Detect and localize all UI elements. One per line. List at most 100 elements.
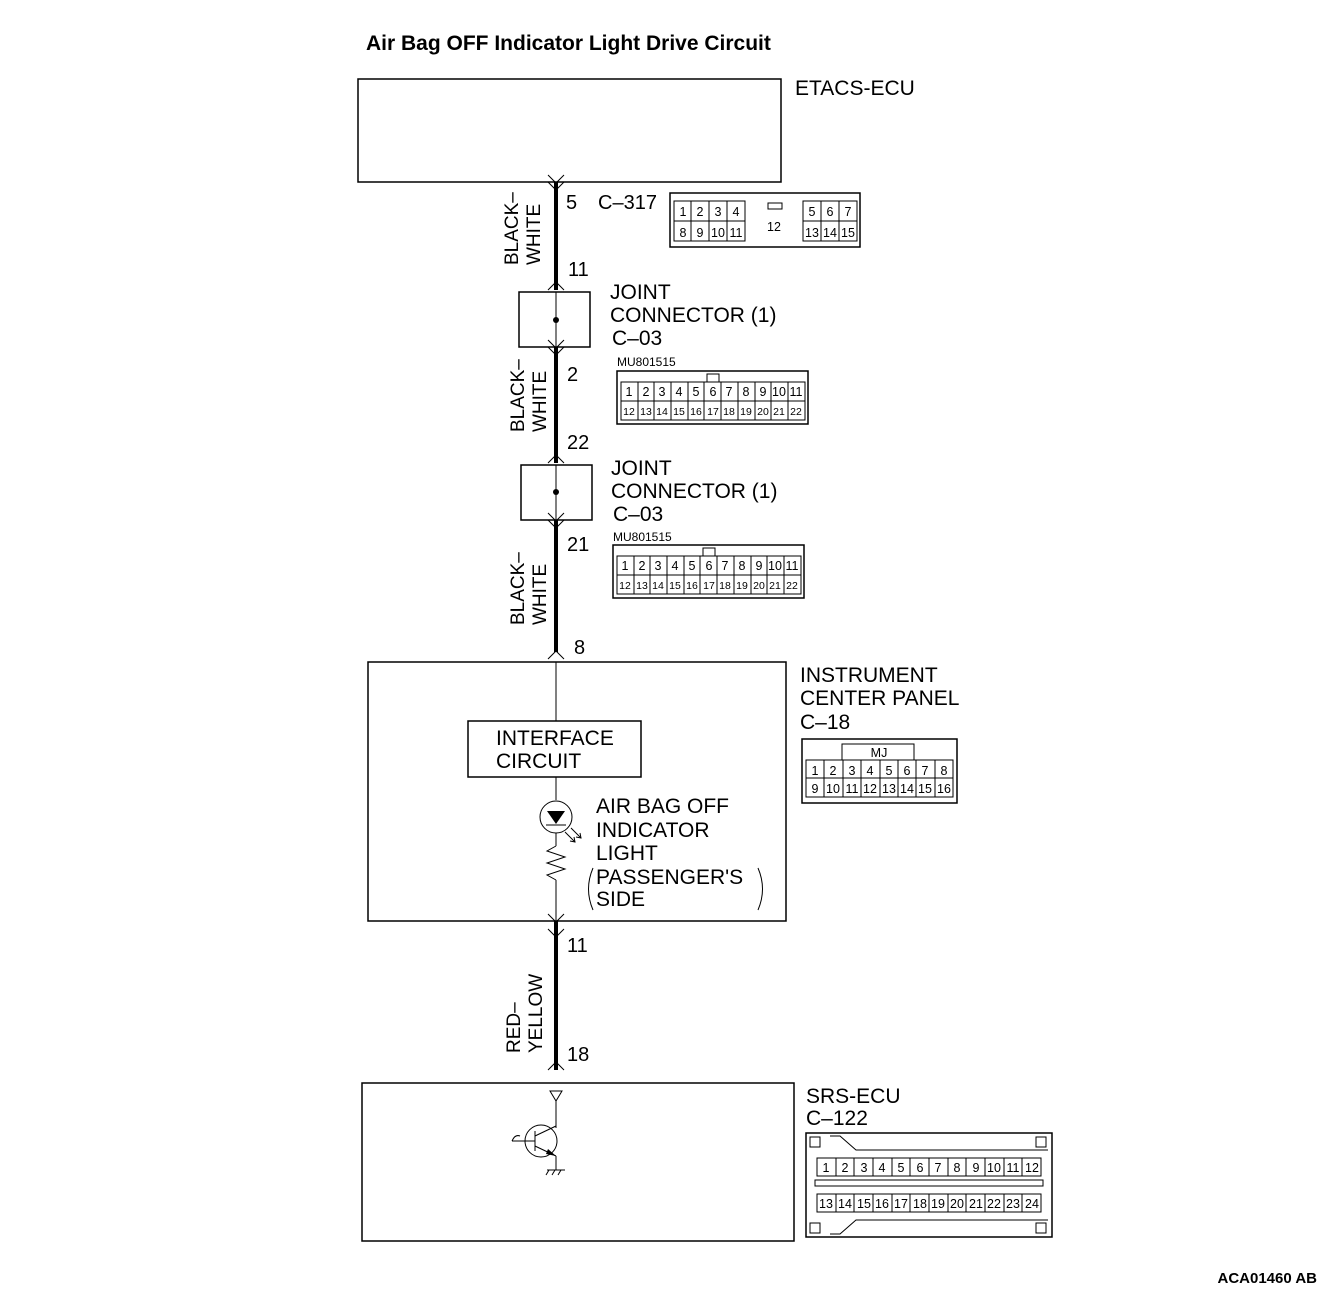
svg-text:6: 6 bbox=[917, 1161, 924, 1175]
svg-text:10: 10 bbox=[711, 226, 725, 240]
wire-3-color: BLACK– WHITE bbox=[508, 552, 551, 625]
svg-text:11: 11 bbox=[786, 559, 799, 573]
svg-text:BLACK–: BLACK– bbox=[502, 192, 523, 265]
svg-text:10: 10 bbox=[772, 385, 786, 399]
svg-text:11: 11 bbox=[846, 782, 859, 796]
svg-text:3: 3 bbox=[655, 559, 662, 573]
c122-connector-diagram: 1 2 3 4 5 6 7 8 9 10 11 12 13 14 15 16 1… bbox=[805, 1132, 1053, 1238]
svg-text:8: 8 bbox=[739, 559, 746, 573]
svg-text:7: 7 bbox=[722, 559, 729, 573]
jc1-label-line1: JOINT bbox=[610, 281, 671, 304]
icp-connector-id: C–18 bbox=[800, 711, 850, 734]
left-paren bbox=[588, 867, 594, 911]
svg-text:BLACK–: BLACK– bbox=[508, 359, 529, 432]
svg-text:18: 18 bbox=[723, 406, 735, 418]
svg-text:1: 1 bbox=[812, 764, 819, 778]
svg-text:20: 20 bbox=[753, 580, 765, 592]
svg-text:9: 9 bbox=[760, 385, 767, 399]
svg-text:11: 11 bbox=[730, 226, 743, 240]
svg-text:5: 5 bbox=[898, 1161, 905, 1175]
svg-text:7: 7 bbox=[922, 764, 929, 778]
svg-text:20: 20 bbox=[757, 406, 769, 418]
svg-text:13: 13 bbox=[882, 782, 896, 796]
svg-text:12: 12 bbox=[619, 580, 631, 592]
svg-text:WHITE: WHITE bbox=[530, 371, 551, 432]
svg-text:16: 16 bbox=[690, 406, 702, 418]
svg-text:21: 21 bbox=[773, 406, 785, 418]
svg-text:3: 3 bbox=[715, 205, 722, 219]
srs-ecu-box bbox=[361, 1082, 795, 1242]
svg-text:12: 12 bbox=[767, 220, 781, 234]
svg-text:8: 8 bbox=[743, 385, 750, 399]
svg-text:22: 22 bbox=[987, 1197, 1001, 1211]
svg-text:13: 13 bbox=[819, 1197, 833, 1211]
svg-text:1: 1 bbox=[626, 385, 633, 399]
svg-text:WHITE: WHITE bbox=[524, 204, 545, 265]
svg-text:6: 6 bbox=[904, 764, 911, 778]
svg-text:16: 16 bbox=[937, 782, 951, 796]
interface-label-line2: CIRCUIT bbox=[496, 750, 581, 773]
svg-text:17: 17 bbox=[707, 406, 719, 418]
svg-text:2: 2 bbox=[830, 764, 837, 778]
jc2-connector-diagram: 1 2 3 4 5 6 7 8 9 10 11 12 13 14 15 16 1… bbox=[612, 544, 805, 599]
srs-connector-id: C–122 bbox=[806, 1107, 868, 1130]
svg-text:4: 4 bbox=[879, 1161, 886, 1175]
svg-text:5: 5 bbox=[809, 205, 816, 219]
etacs-ecu-box bbox=[357, 78, 782, 183]
svg-text:4: 4 bbox=[672, 559, 679, 573]
interface-circuit-box bbox=[467, 720, 642, 778]
right-paren bbox=[757, 867, 763, 911]
svg-text:2: 2 bbox=[842, 1161, 849, 1175]
icp-pin-out: 11 bbox=[567, 935, 588, 957]
svg-text:3: 3 bbox=[861, 1161, 868, 1175]
svg-text:15: 15 bbox=[918, 782, 932, 796]
svg-text:16: 16 bbox=[875, 1197, 889, 1211]
srs-ecu-label: SRS-ECU bbox=[806, 1085, 901, 1108]
svg-text:13: 13 bbox=[805, 226, 819, 240]
svg-text:15: 15 bbox=[673, 406, 685, 418]
svg-text:10: 10 bbox=[826, 782, 840, 796]
resistor-icon bbox=[545, 845, 567, 881]
svg-text:19: 19 bbox=[736, 580, 748, 592]
svg-text:14: 14 bbox=[900, 782, 914, 796]
ground-icon bbox=[545, 1169, 565, 1176]
c317-connector-diagram: 1 2 3 4 5 6 7 8 9 10 11 13 14 15 12 bbox=[669, 192, 861, 248]
srs-terminal-icon bbox=[549, 1090, 563, 1102]
svg-text:15: 15 bbox=[857, 1197, 871, 1211]
svg-text:1: 1 bbox=[680, 205, 687, 219]
svg-text:1: 1 bbox=[823, 1161, 830, 1175]
svg-text:19: 19 bbox=[931, 1197, 945, 1211]
svg-text:12: 12 bbox=[1025, 1161, 1039, 1175]
svg-text:5: 5 bbox=[689, 559, 696, 573]
svg-text:14: 14 bbox=[838, 1197, 852, 1211]
etacs-ecu-label: ETACS-ECU bbox=[795, 77, 915, 100]
srs-pin-in: 18 bbox=[567, 1044, 589, 1066]
svg-text:23: 23 bbox=[1006, 1197, 1020, 1211]
svg-text:9: 9 bbox=[756, 559, 763, 573]
svg-text:4: 4 bbox=[867, 764, 874, 778]
svg-text:9: 9 bbox=[812, 782, 819, 796]
c18-connector-diagram: MJ 1 2 3 4 5 6 7 8 9 10 11 12 13 14 15 1… bbox=[801, 738, 958, 804]
icp-label-line1: INSTRUMENT bbox=[800, 664, 938, 687]
svg-text:4: 4 bbox=[676, 385, 683, 399]
svg-text:12: 12 bbox=[863, 782, 877, 796]
svg-text:2: 2 bbox=[697, 205, 704, 219]
svg-text:14: 14 bbox=[652, 580, 664, 592]
svg-text:3: 3 bbox=[659, 385, 666, 399]
svg-text:19: 19 bbox=[740, 406, 752, 418]
svg-text:13: 13 bbox=[640, 406, 652, 418]
lamp-label-line3: LIGHT bbox=[596, 842, 658, 865]
instrument-center-panel-box bbox=[367, 661, 787, 922]
svg-text:8: 8 bbox=[941, 764, 948, 778]
lamp-label-line1: AIR BAG OFF bbox=[596, 795, 729, 818]
svg-text:11: 11 bbox=[1007, 1161, 1020, 1175]
svg-text:YELLOW: YELLOW bbox=[526, 974, 547, 1053]
svg-text:BLACK–: BLACK– bbox=[508, 552, 529, 625]
svg-text:18: 18 bbox=[913, 1197, 927, 1211]
jc1-part-number: MU801515 bbox=[617, 355, 676, 369]
svg-text:18: 18 bbox=[719, 580, 731, 592]
icp-label-line2: CENTER PANEL bbox=[800, 687, 959, 710]
svg-text:8: 8 bbox=[680, 226, 687, 240]
svg-text:6: 6 bbox=[827, 205, 834, 219]
